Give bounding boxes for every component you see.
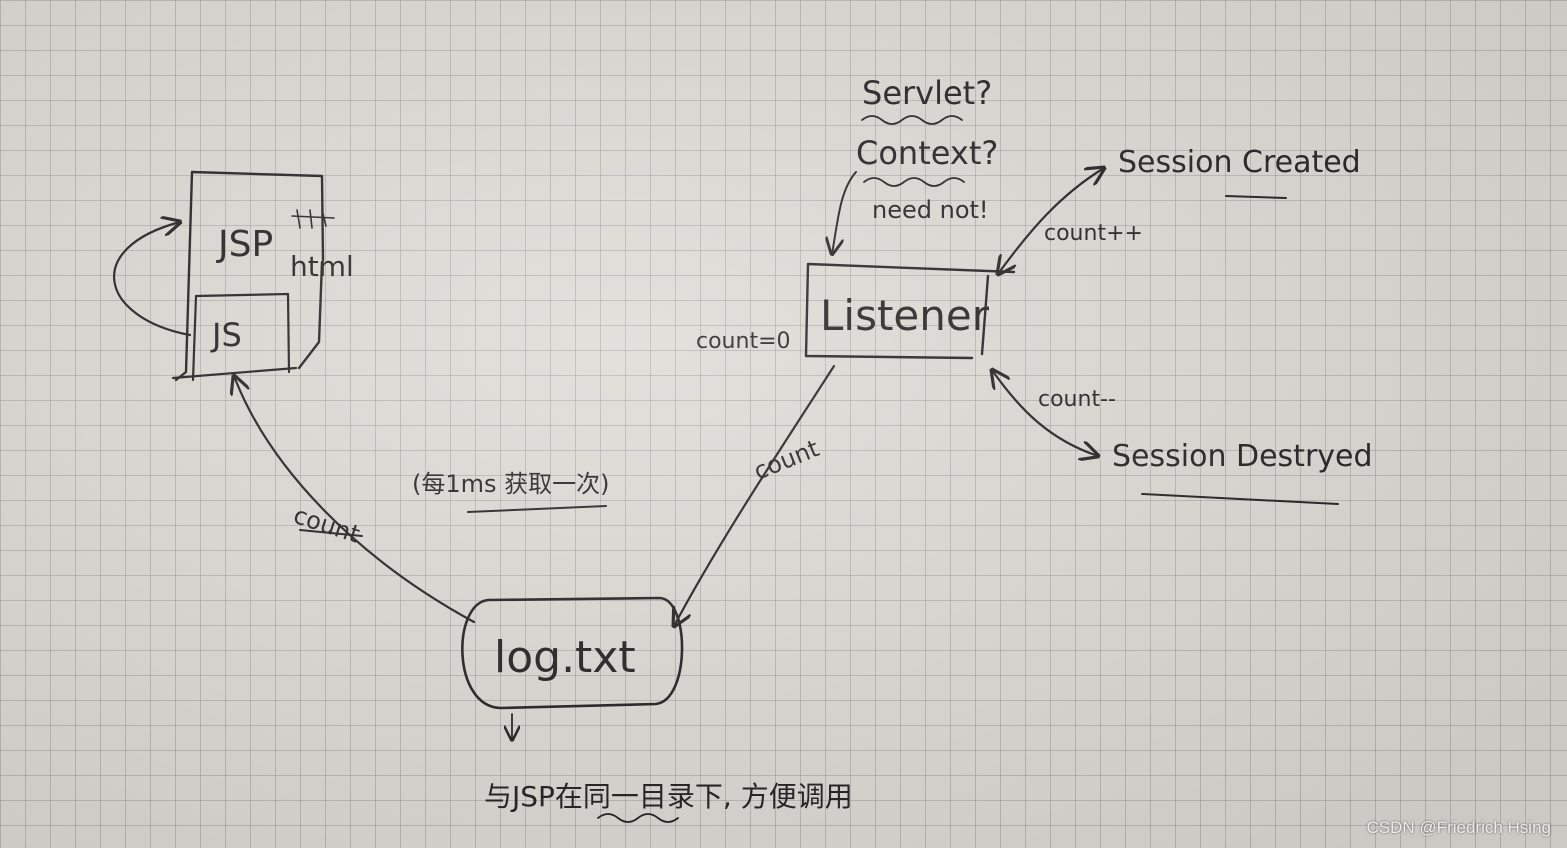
listener-label: Listener — [820, 291, 990, 340]
session-created-label: Session Created — [1118, 145, 1361, 180]
count-minus-label: count-- — [1038, 387, 1116, 412]
context-label: Context? — [856, 134, 998, 172]
log-txt-label: log.txt — [494, 632, 636, 683]
html-label: html — [290, 250, 354, 283]
log-to-js-arrow — [234, 376, 476, 624]
session-destroyed-underline — [1141, 493, 1339, 505]
count-left-label: count — [290, 501, 363, 549]
log-txt-box — [461, 596, 684, 710]
listener-to-log-arrow — [674, 364, 836, 626]
count-plus-label: count++ — [1044, 221, 1143, 246]
js-label: JS — [210, 316, 242, 354]
count-left-underline — [299, 529, 363, 537]
session-created-underline — [1225, 195, 1287, 199]
listener-session-destroyed-arrow — [992, 370, 1098, 456]
count-zero-label: count=0 — [696, 329, 791, 354]
listener-session-created-arrow — [998, 168, 1104, 274]
count-right-label: count — [750, 434, 823, 485]
js-box — [191, 292, 291, 382]
wavy-underline-servlet — [861, 115, 963, 125]
context-to-listener-arrow — [832, 171, 857, 254]
strike-scribble — [291, 209, 335, 229]
loop-arrow — [113, 222, 192, 337]
listener-box — [804, 262, 1016, 360]
every-ms-label: (每1ms 获取一次) — [412, 470, 610, 498]
session-destroyed-label: Session Destryed — [1112, 439, 1373, 474]
every-ms-underline — [467, 505, 607, 513]
servlet-label: Servlet? — [862, 74, 992, 112]
need-not-label: need not! — [872, 196, 989, 224]
note-wavy-underline — [597, 813, 679, 823]
wavy-underline-context — [863, 177, 965, 187]
jsp-label: JSP — [216, 224, 273, 265]
watermark: CSDN @Friedrich Hsing — [1366, 818, 1551, 837]
note-label: 与JSP在同一目录下, 方便调用 — [484, 780, 853, 813]
